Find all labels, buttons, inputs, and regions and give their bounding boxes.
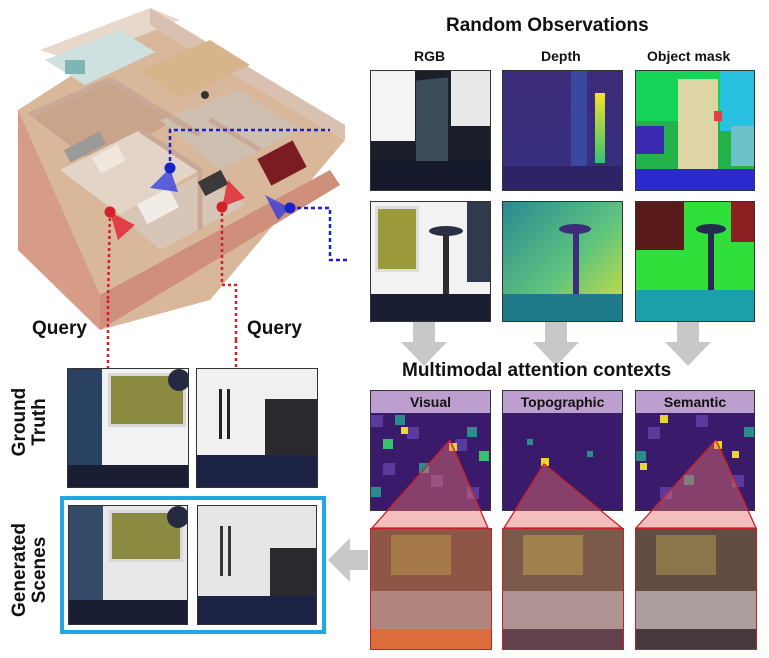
object-mask-observation-1 bbox=[635, 70, 755, 191]
ground-truth-label: Ground Truth bbox=[9, 387, 50, 457]
ground-truth-image-1 bbox=[67, 368, 189, 488]
random-observations-title: Random Observations bbox=[446, 15, 649, 36]
attention-overlay-visual bbox=[370, 528, 492, 650]
column-label-depth: Depth bbox=[541, 48, 581, 64]
query-label-2: Query bbox=[247, 318, 302, 339]
generated-scenes-box bbox=[60, 496, 326, 634]
generated-scene-1 bbox=[68, 505, 188, 625]
generated-scenes-label: Generated Scenes bbox=[9, 523, 50, 617]
attention-map-visual: Visual bbox=[370, 390, 491, 511]
ground-truth-image-2 bbox=[196, 368, 318, 488]
rgb-observation-2 bbox=[370, 201, 491, 322]
generated-scene-2 bbox=[197, 505, 317, 625]
column-label-rgb: RGB bbox=[414, 48, 446, 64]
attention-zoom-cones bbox=[370, 440, 758, 529]
attention-overlay-topographic bbox=[502, 528, 624, 650]
attention-label-visual: Visual bbox=[371, 391, 490, 413]
left-arrow bbox=[328, 538, 368, 582]
depth-observation-2 bbox=[502, 201, 623, 322]
query-label-1: Query bbox=[32, 318, 87, 339]
attention-label-semantic: Semantic bbox=[636, 391, 754, 413]
attention-overlay-semantic bbox=[635, 528, 757, 650]
rgb-observation-1 bbox=[370, 70, 491, 191]
apartment-3d-render bbox=[18, 8, 350, 340]
attention-map-semantic: Semantic bbox=[635, 390, 755, 511]
object-mask-observation-2 bbox=[635, 201, 755, 322]
down-arrows bbox=[401, 322, 711, 366]
attention-map-topographic: Topographic bbox=[502, 390, 623, 511]
depth-observation-1 bbox=[502, 70, 623, 191]
column-label-object-mask: Object mask bbox=[647, 48, 731, 64]
multimodal-attention-title: Multimodal attention contexts bbox=[402, 360, 672, 381]
query-connectors bbox=[106, 300, 238, 368]
attention-label-topographic: Topographic bbox=[503, 391, 622, 413]
